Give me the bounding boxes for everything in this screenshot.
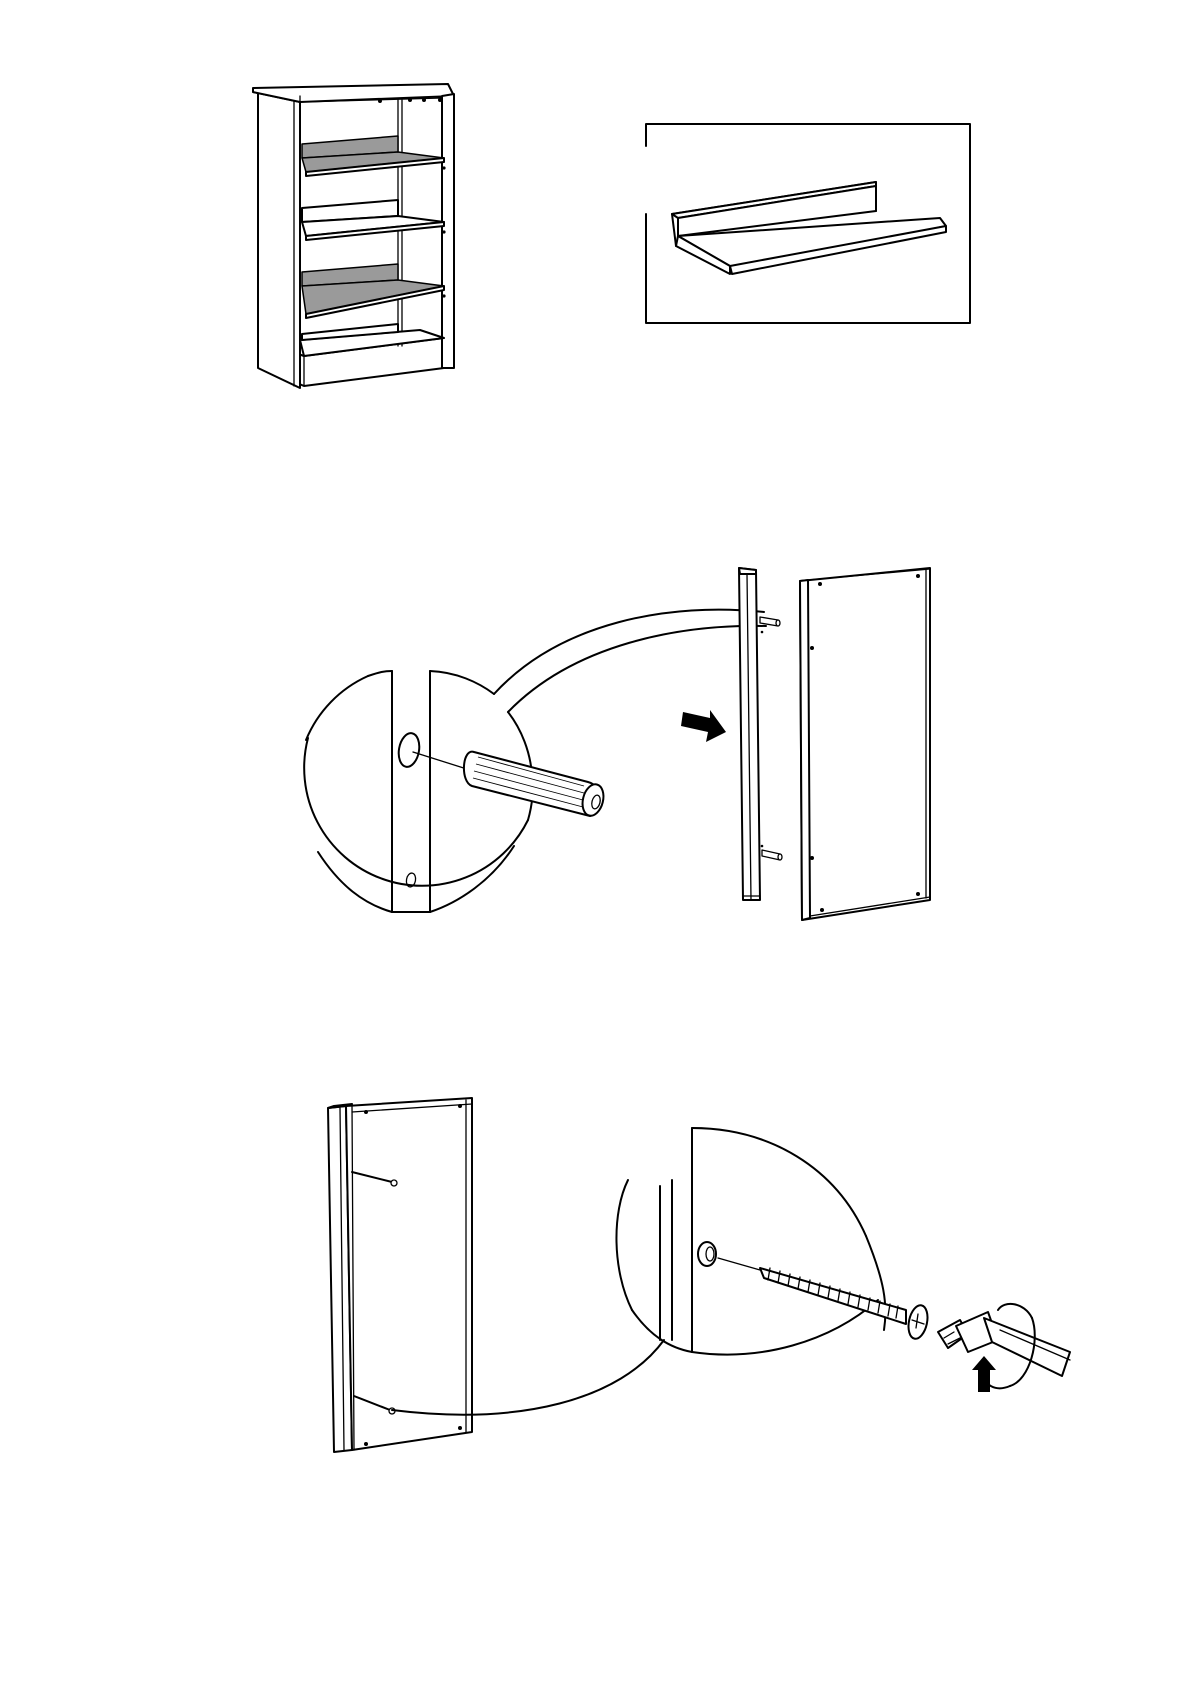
screwdriver-icon bbox=[938, 1312, 1070, 1376]
assembled-panel-part bbox=[328, 1098, 472, 1452]
side-panel-part bbox=[800, 568, 930, 920]
side-rail-part bbox=[739, 568, 782, 900]
dowel-detail-icon bbox=[304, 671, 606, 912]
shelf-part-icon bbox=[672, 182, 946, 274]
screw-detail-icon bbox=[616, 1128, 930, 1355]
push-arrow-icon bbox=[681, 710, 726, 742]
detail-leader bbox=[494, 610, 766, 712]
bookcase-icon bbox=[253, 84, 454, 388]
